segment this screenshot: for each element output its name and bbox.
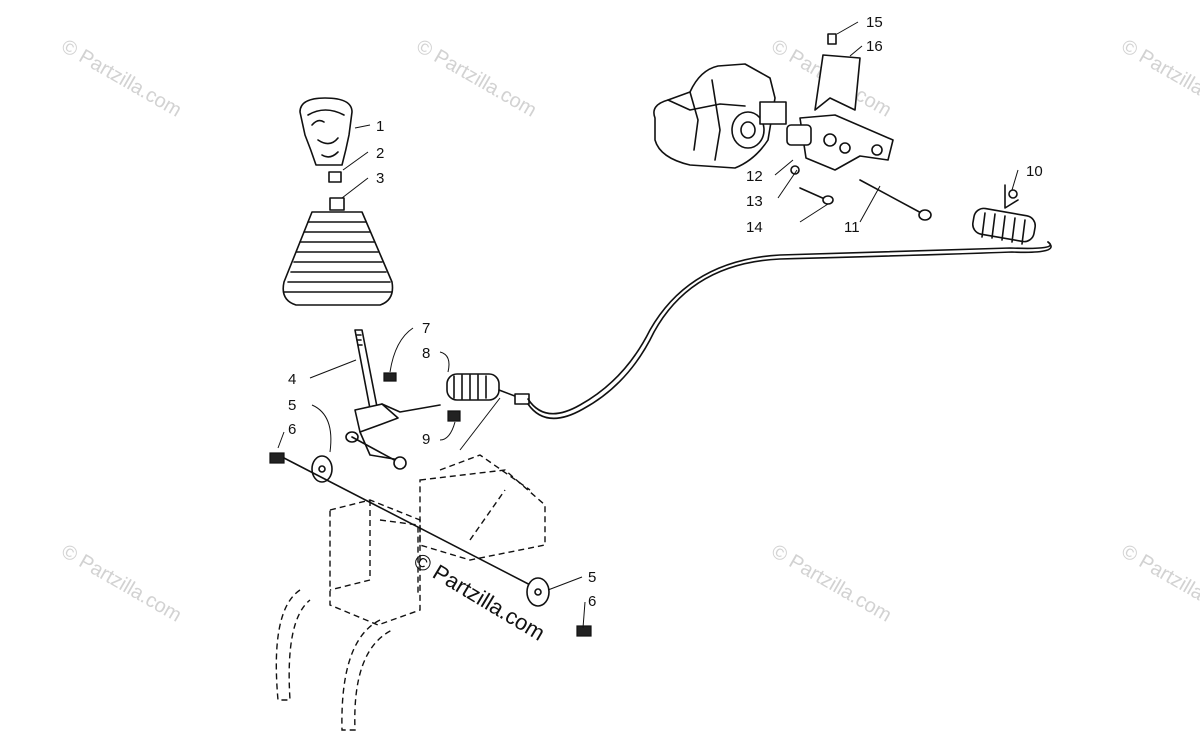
callout-11: 11 — [844, 219, 860, 236]
callout-2: 2 — [376, 145, 384, 162]
callout-10: 10 — [1026, 163, 1043, 180]
watermark-text: © Partzilla.com — [413, 35, 541, 121]
cable-end-transmission — [971, 184, 1037, 245]
callout-9: 9 — [422, 431, 430, 448]
shift-cable — [527, 241, 1051, 415]
callout-13: 13 — [746, 193, 763, 210]
callout-4: 4 — [288, 371, 296, 388]
watermark-text: © Partzilla.com — [1118, 540, 1200, 626]
cable-end-shifter — [383, 372, 530, 422]
callout-15: 15 — [866, 14, 883, 31]
watermark-text: © Partzilla.com — [1118, 35, 1200, 121]
callout-3: 3 — [376, 170, 384, 187]
callouts: 1 2 3 4 5 6 7 8 9 10 11 12 13 14 15 16 5… — [288, 14, 1043, 610]
callout-1: 1 — [376, 118, 384, 135]
pivot-hardware-right — [526, 577, 592, 637]
shift-cable — [527, 241, 1052, 420]
shift-lever — [345, 329, 441, 470]
callout-7: 7 — [422, 320, 430, 337]
watermark-layer: © Partzilla.com © Partzilla.com © Partzi… — [58, 35, 1200, 626]
watermark-text: © Partzilla.com — [58, 35, 186, 121]
callout-6: 6 — [288, 421, 296, 438]
callout-12: 12 — [746, 168, 763, 185]
shift-knob — [299, 97, 353, 166]
watermark-text: © Partzilla.com — [58, 540, 186, 626]
pivot-hardware-left — [269, 452, 541, 591]
callout-16: 16 — [866, 38, 883, 55]
callout-14: 14 — [746, 219, 763, 236]
shift-knob-nut — [328, 171, 342, 183]
transmission-housing — [653, 63, 787, 169]
leader-lines — [277, 21, 1019, 629]
callout-5: 5 — [288, 397, 296, 414]
shift-bracket — [786, 33, 932, 221]
frame-ghost — [275, 454, 546, 731]
watermark-text: © Partzilla.com — [768, 540, 896, 626]
shifter-boot — [282, 197, 394, 306]
callout-8: 8 — [422, 345, 430, 362]
callout-6: 6 — [588, 593, 596, 610]
callout-5: 5 — [588, 569, 596, 586]
